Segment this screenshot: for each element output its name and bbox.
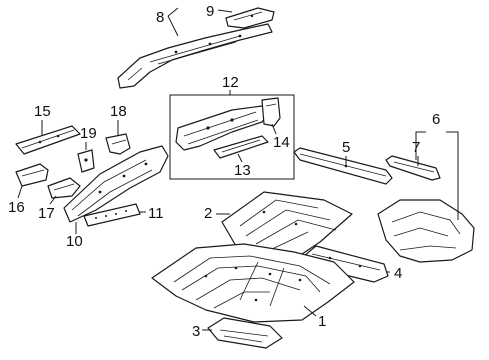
part-10-sill (63, 145, 169, 223)
part-16-bracket (15, 163, 49, 187)
svg-text:13: 13 (234, 162, 251, 179)
callout-19: 19 (80, 125, 97, 150)
part-6-wheelhouse (377, 199, 475, 263)
part-15-bar (15, 125, 81, 155)
svg-text:15: 15 (34, 103, 51, 120)
part-3-pan (207, 317, 283, 349)
part-17-bracket (47, 177, 81, 199)
callout-10: 10 (66, 222, 83, 250)
callout-15: 15 (34, 103, 51, 136)
callout-14: 14 (271, 123, 290, 151)
svg-text:19: 19 (80, 125, 97, 142)
svg-text:8: 8 (156, 9, 164, 26)
part-12-crossmember (175, 105, 269, 151)
svg-text:16: 16 (8, 199, 25, 216)
part-1-floor-pan (151, 243, 355, 323)
svg-text:6: 6 (432, 111, 440, 128)
callout-13: 13 (234, 153, 251, 179)
svg-text:11: 11 (148, 205, 164, 222)
svg-text:12: 12 (222, 74, 239, 91)
callout-18: 18 (110, 103, 127, 136)
svg-text:3: 3 (192, 323, 200, 340)
callout-3: 3 (192, 323, 212, 340)
part-9-bracket (225, 7, 275, 29)
svg-text:9: 9 (206, 3, 214, 20)
callout-16: 16 (8, 185, 25, 216)
svg-text:18: 18 (110, 103, 127, 120)
callout-4: 4 (386, 265, 402, 282)
svg-text:4: 4 (394, 265, 402, 282)
part-14-bracket (261, 97, 281, 127)
part-5-bar (293, 147, 393, 185)
callout-6: 6 (415, 111, 459, 220)
svg-text:10: 10 (66, 233, 83, 250)
svg-text:14: 14 (273, 134, 290, 151)
callout-11: 11 (140, 205, 164, 222)
callout-12: 12 (222, 74, 239, 95)
callout-2: 2 (204, 205, 230, 222)
part-8-rail (117, 23, 273, 89)
group-box-12 (169, 94, 295, 180)
part-11-strip (83, 203, 141, 227)
svg-text:1: 1 (318, 313, 326, 330)
callout-8: 8 (156, 7, 179, 37)
svg-text:2: 2 (204, 205, 212, 222)
callout-5: 5 (342, 139, 350, 166)
callout-1: 1 (303, 305, 326, 330)
svg-text:17: 17 (38, 205, 55, 222)
callout-17: 17 (38, 195, 57, 222)
part-18-bracket (105, 133, 131, 155)
part-19-plate (77, 149, 95, 173)
part-7-bar (385, 155, 441, 181)
part-13-brace (213, 135, 269, 159)
svg-text:5: 5 (342, 139, 350, 156)
callout-9: 9 (206, 3, 233, 20)
